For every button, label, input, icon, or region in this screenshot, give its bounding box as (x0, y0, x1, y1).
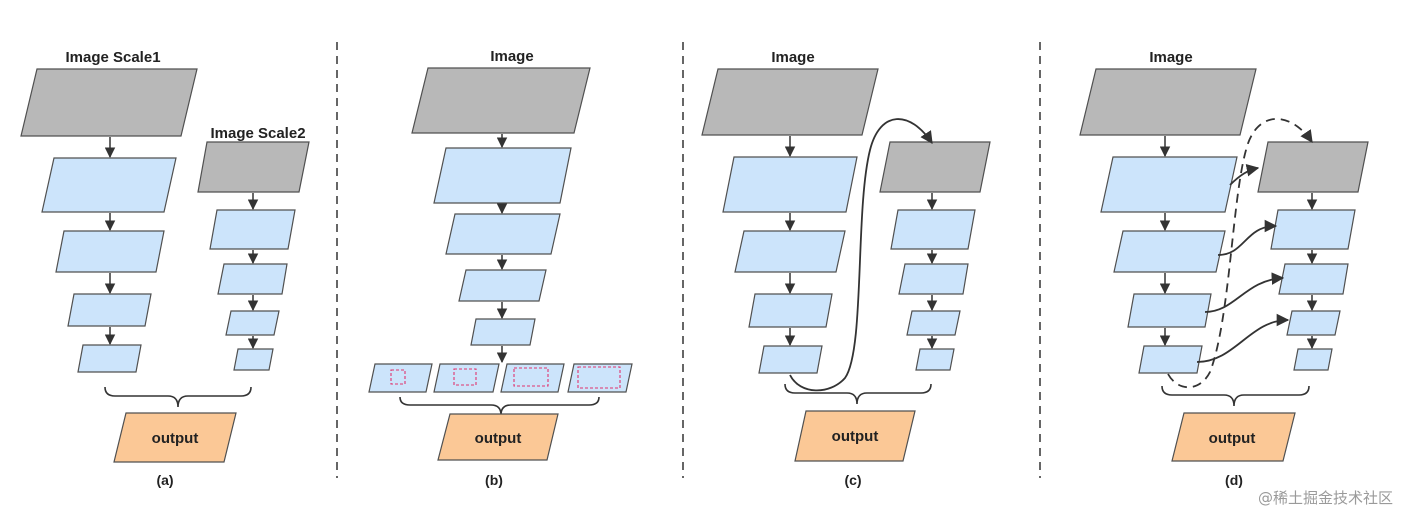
downsample-curve-d (1167, 118, 1313, 389)
image-block-c (701, 68, 879, 136)
feature-map-b4 (470, 318, 536, 346)
caption-a: (a) (156, 472, 173, 488)
prediction-map-b3 (500, 363, 565, 393)
feature-map-c4 (758, 345, 823, 374)
feature-map-a6 (217, 263, 288, 295)
image-label-d: Image (1149, 49, 1192, 66)
output-block-c (794, 410, 916, 462)
feature-map-d5 (1270, 209, 1356, 250)
feature-map-a4 (77, 344, 142, 373)
feature-map-d3 (1127, 293, 1212, 328)
caption-d: (d) (1225, 472, 1243, 488)
image-scale1-label: Image Scale1 (65, 49, 160, 66)
image-block-b (411, 67, 591, 134)
prediction-map-b1 (368, 363, 433, 393)
watermark: @稀土掘金技术社区 (1258, 489, 1393, 507)
feature-map-c7 (906, 310, 961, 336)
feature-map-a1 (41, 157, 177, 213)
image-scale1-block (20, 68, 198, 137)
feature-map-a3 (67, 293, 152, 327)
output-label-c: output (832, 428, 879, 445)
feature-map-b2 (445, 213, 561, 255)
feature-map-d8 (1293, 348, 1333, 371)
image-scale2-block (197, 141, 310, 193)
feature-map-d1 (1100, 156, 1238, 213)
panel-c: Image output (c) (701, 49, 991, 488)
feature-map-c6 (898, 263, 969, 295)
image-block-d (1079, 68, 1257, 136)
panel-a: Image Scale1 Image Scale2 output (a) (20, 49, 310, 488)
feature-map-d6 (1278, 263, 1349, 295)
brace-d (1161, 385, 1310, 407)
feature-map-c8 (915, 348, 955, 371)
feature-map-c5 (890, 209, 976, 250)
image-scale2-label: Image Scale2 (210, 125, 305, 142)
feature-map-a8 (233, 348, 274, 371)
feature-map-a7 (225, 310, 280, 336)
feature-map-a5 (209, 209, 296, 250)
caption-c: (c) (844, 472, 861, 488)
anchor-box-b2 (453, 368, 477, 386)
feature-map-c1 (722, 156, 858, 213)
output-label-d: output (1209, 430, 1256, 447)
caption-b: (b) (485, 472, 503, 488)
output-label-a: output (152, 430, 199, 447)
panel-d: Image output (d) (1079, 49, 1369, 488)
output-block-b (437, 413, 559, 461)
feature-map-d7 (1286, 310, 1341, 336)
feature-map-d4 (1138, 345, 1203, 374)
image-block-d-small (1257, 141, 1369, 193)
brace-c (784, 383, 932, 405)
image-label-c: Image (771, 49, 814, 66)
prediction-map-b2 (433, 363, 500, 393)
feature-map-c3 (748, 293, 833, 328)
lateral-arrow-d3 (1204, 272, 1285, 313)
brace-a (104, 386, 252, 408)
prediction-map-b4 (567, 363, 633, 393)
feature-map-b3 (458, 269, 547, 302)
anchor-box-b4 (577, 366, 621, 389)
downsample-curve-c (789, 118, 933, 392)
feature-map-b1 (433, 147, 572, 204)
brace-b (399, 396, 600, 416)
lateral-arrow-d1 (1229, 164, 1260, 186)
lateral-arrow-d2 (1217, 219, 1278, 256)
lateral-arrow-d4 (1196, 313, 1290, 363)
output-block-d (1171, 412, 1296, 462)
panel-b: Image output (b) (368, 48, 633, 488)
output-block-a (113, 412, 237, 463)
image-block-c-small (879, 141, 991, 193)
feature-map-a2 (55, 230, 165, 273)
anchor-box-b1 (390, 369, 406, 385)
feature-map-c2 (734, 230, 846, 273)
anchor-box-b3 (513, 367, 549, 387)
feature-map-d2 (1113, 230, 1226, 273)
image-label-b: Image (490, 48, 533, 65)
output-label-b: output (475, 430, 522, 447)
